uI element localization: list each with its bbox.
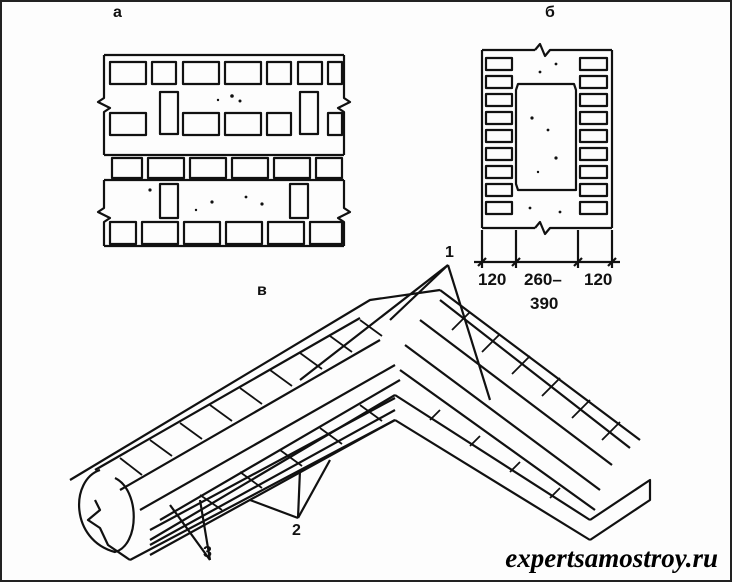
panel-a-wall [96, 53, 352, 248]
callout-1: 1 [445, 244, 454, 261]
callout-3: 3 [203, 544, 212, 561]
dimension-right: 120 [584, 270, 613, 289]
callout-2: 2 [292, 522, 301, 539]
dimension-middle-line1: 260– [524, 270, 562, 289]
panel-label-a: а [113, 4, 122, 21]
panel-label-b: б [545, 4, 555, 21]
panel-c-corner [69, 264, 652, 561]
panel-b-section [474, 42, 620, 268]
panel-label-v: в [257, 282, 267, 299]
dimension-left: 120 [478, 270, 507, 289]
watermark: expertsamostroy.ru [505, 543, 718, 573]
dimension-middle-line2: 390 [530, 294, 559, 313]
